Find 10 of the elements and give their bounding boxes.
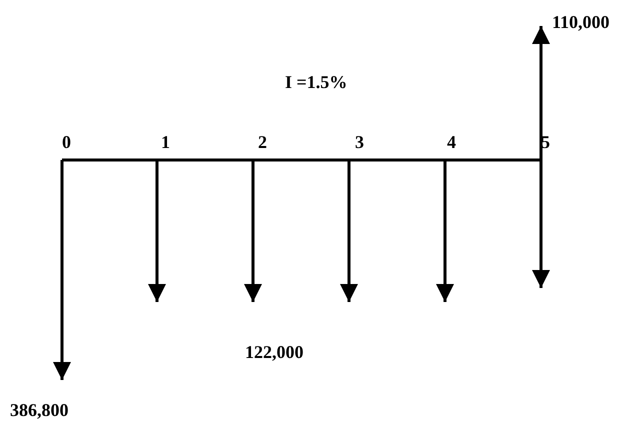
period-label: 1	[161, 132, 170, 152]
period-label: 3	[355, 132, 364, 152]
amount-label: 386,800	[10, 400, 68, 420]
period-label: 0	[62, 132, 71, 152]
amount-label: 122,000	[245, 342, 304, 362]
period-label: 2	[258, 132, 267, 152]
period-label: 5	[541, 132, 550, 152]
interest-rate-label: I =1.5%	[285, 72, 348, 92]
period-label: 4	[447, 132, 456, 152]
amount-label: 110,000	[552, 12, 610, 32]
